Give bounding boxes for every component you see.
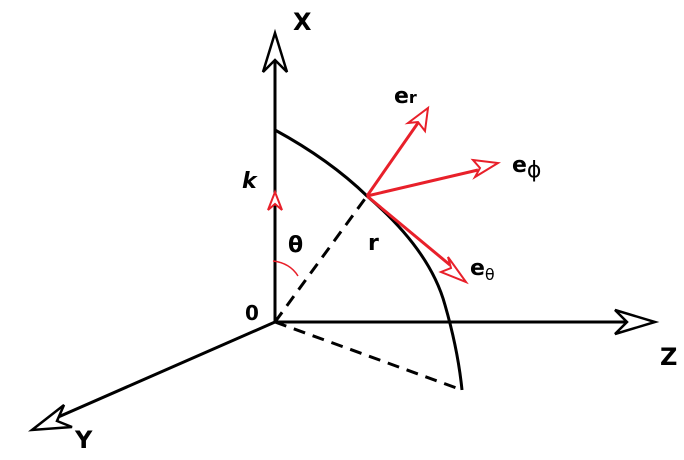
e-theta-arrowhead: [438, 256, 469, 285]
e-theta-label: eθ: [470, 256, 495, 284]
k-label: k: [242, 169, 258, 194]
radius-dashed: [273, 195, 369, 323]
y-axis: [39, 320, 276, 427]
theta-label: θ: [288, 233, 303, 258]
x-axis-arrowhead: [261, 28, 289, 73]
y-axis-label: Y: [74, 426, 93, 454]
x-axis-label: X: [293, 8, 312, 36]
e-phi-label: eϕ: [512, 153, 541, 183]
e-r-vector: [365, 119, 422, 197]
r-label: r: [368, 231, 379, 256]
e-phi-arrowhead: [470, 158, 501, 180]
e-r-arrowhead: [404, 105, 430, 134]
origin-label: 0: [245, 301, 259, 325]
z-axis-arrowhead: [614, 308, 660, 336]
projection-dashed: [274, 320, 463, 392]
e-r-label: er: [394, 84, 417, 109]
e-phi-vector: [366, 168, 479, 198]
y-axis-arrowhead: [27, 404, 73, 432]
theta-angle-arc: [272, 260, 299, 277]
meridian-arc: [274, 128, 464, 391]
e-theta-vector: [366, 194, 451, 267]
z-axis-label: Z: [660, 343, 677, 371]
k-arrowhead: [267, 189, 283, 211]
